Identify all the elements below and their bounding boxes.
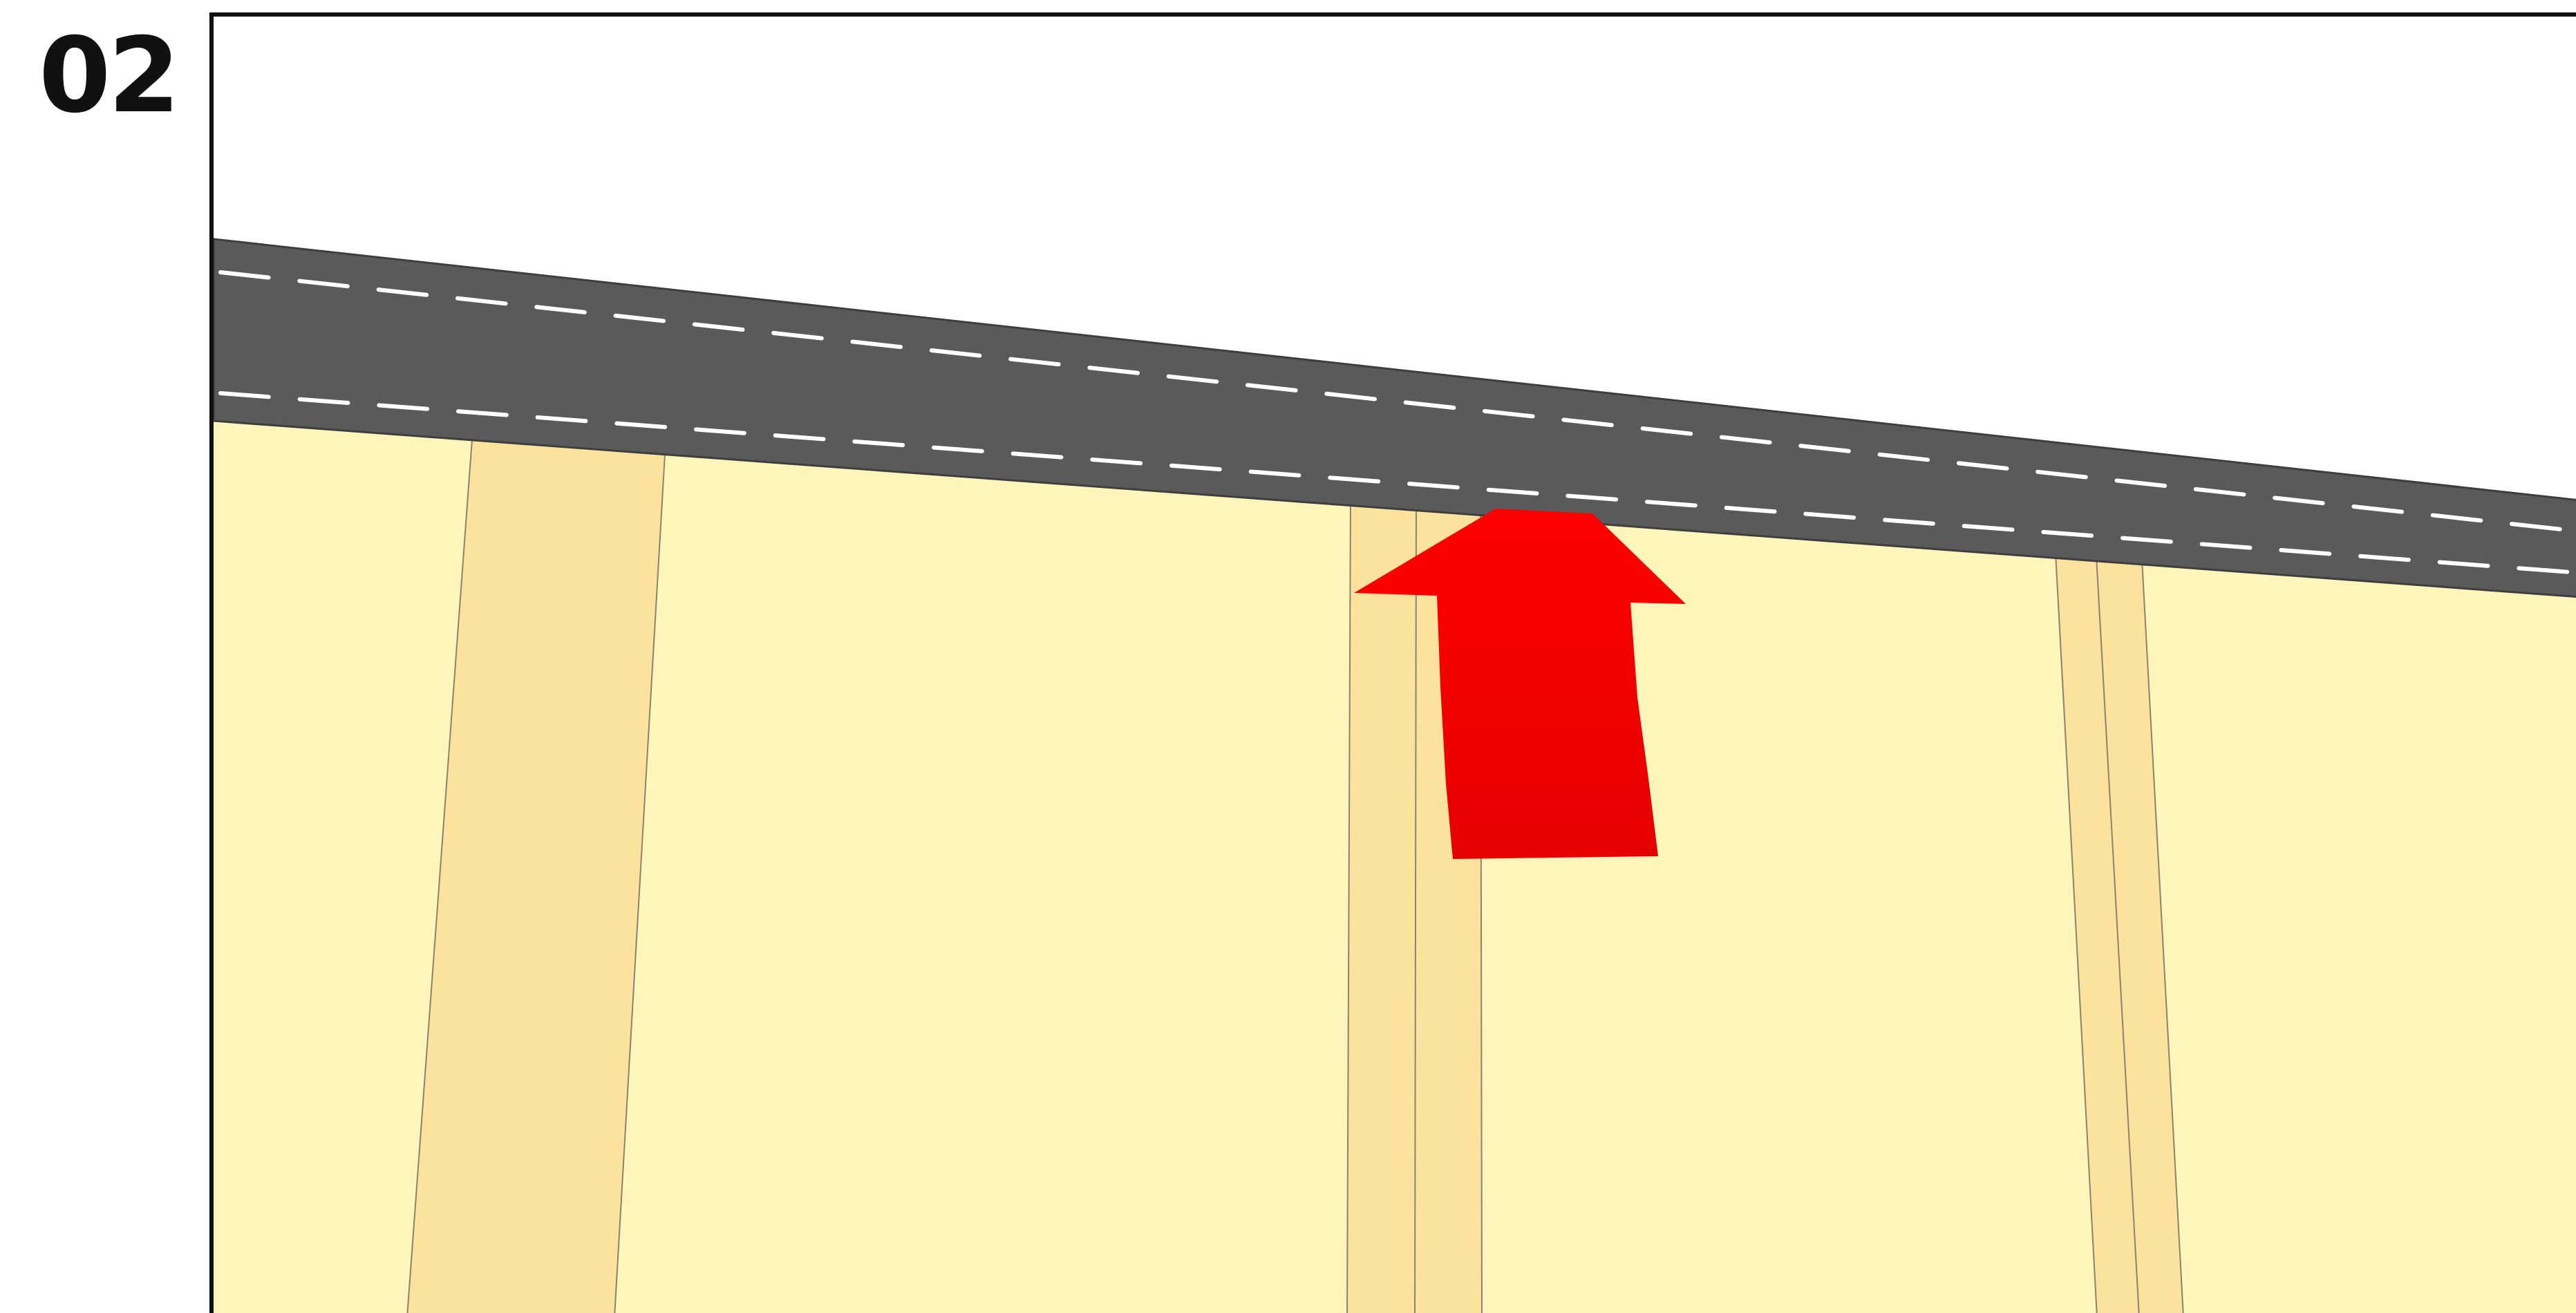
illustration-frame xyxy=(209,12,2576,1313)
illustration-scene xyxy=(214,17,2576,1313)
step-number: 02 xyxy=(39,14,178,138)
